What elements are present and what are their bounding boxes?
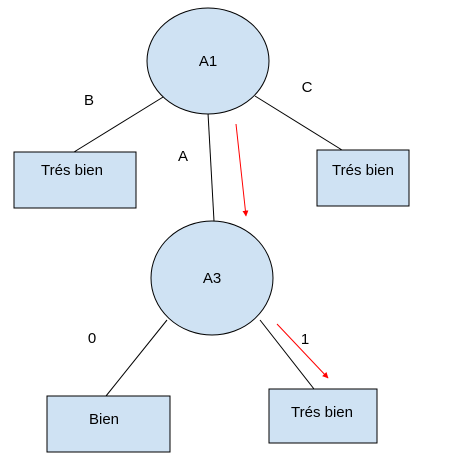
leaf-node-0: Bien [46,395,171,453]
node-a3-shape [150,220,274,336]
leaf-node-1: Trés bien [268,388,378,444]
edge-label-0: 0 [88,330,96,347]
path-arrow-a1-a3 [235,123,249,217]
leaf-node-0-box [46,395,171,453]
leaf-node-c: Trés bien [316,149,410,207]
edge-a3-0 [105,319,168,397]
path-arrow-a3-leaf [276,323,329,379]
leaf-node-1-label: Trés bien [291,404,353,421]
node-a1: A1 [146,7,270,115]
edge-a1-a [207,112,215,222]
leaf-node-0-label: Bien [89,411,119,428]
node-a3-label: A3 [203,270,221,287]
leaf-node-b-label: Trés bien [41,162,103,179]
leaf-node-c-label: Trés bien [332,162,394,179]
edge-a3-1 [259,319,315,390]
leaf-node-b-box [13,151,137,209]
node-a3: A3 [150,220,274,336]
leaf-node-b: Trés bien [13,151,137,209]
edge-a1-c [254,95,343,151]
edge-label-1: 1 [301,331,309,348]
leaf-node-1-box [268,388,378,444]
node-a1-label: A1 [199,53,217,70]
leaf-node-c-box [316,149,410,207]
edge-label-b: B [84,92,94,109]
edge-label-c: C [302,79,313,96]
edge-label-a: A [178,148,188,165]
edge-a1-b [73,93,169,153]
node-a1-shape [146,7,270,115]
